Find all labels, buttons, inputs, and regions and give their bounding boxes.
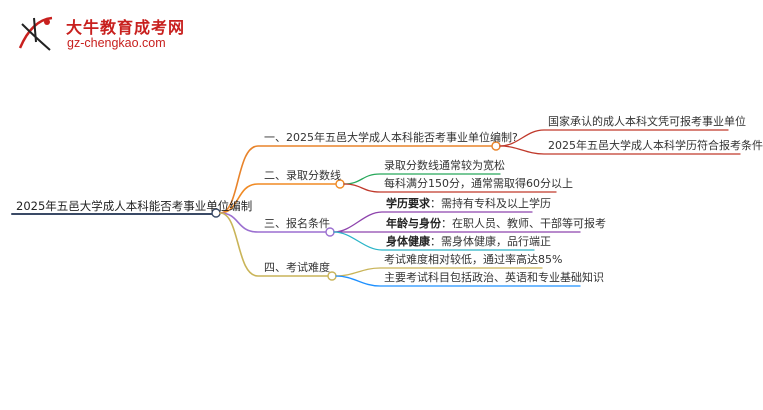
branch-1-child-2[interactable]: 2025年五邑大学成人本科学历符合报考条件 <box>548 139 763 152</box>
niu-logo-icon <box>18 16 53 51</box>
branch-1-child-1-line <box>499 129 729 147</box>
child-title: 年龄与身份 <box>386 217 441 230</box>
child-separator: ： <box>430 235 441 248</box>
branch-4-line <box>219 212 329 277</box>
branch-4-child-2-line <box>335 275 581 287</box>
branch-4-label[interactable]: 四、考试难度 <box>264 261 330 274</box>
branch-4-child-2[interactable]: 主要考试科目包括政治、英语和专业基础知识 <box>384 271 604 284</box>
branch-1-child-2-line <box>499 145 741 155</box>
branch-3-child-3[interactable]: 身体健康：需身体健康，品行端正 <box>386 235 551 249</box>
branch-3-child-3-line <box>333 231 535 251</box>
branch-4-child-1-line <box>335 267 543 277</box>
branch-2-child-2-line <box>343 183 557 193</box>
branch-3-child-2[interactable]: 年龄与身份：在职人员、教师、干部等可报考 <box>386 217 606 231</box>
branch-3-child-1[interactable]: 学历要求：需持有专科及以上学历 <box>386 197 551 211</box>
root-topic[interactable]: 2025年五邑大学成人本科能否考事业单位编制 <box>16 199 253 213</box>
branch-2-child-1[interactable]: 录取分数线通常较为宽松 <box>384 159 505 172</box>
branch-2-line <box>219 183 337 214</box>
child-title: 身体健康 <box>386 235 430 248</box>
branch-2-child-1-line <box>343 173 501 185</box>
branch-1-label[interactable]: 一、2025年五邑大学成人本科能否考事业单位编制? <box>264 131 518 144</box>
branch-2-label[interactable]: 二、录取分数线 <box>264 169 341 182</box>
brand-url: gz-chengkao.com <box>67 36 166 50</box>
child-separator: ： <box>430 197 441 210</box>
branch-2-child-2[interactable]: 每科满分150分，通常需取得60分以上 <box>384 177 573 190</box>
branch-1-child-1[interactable]: 国家承认的成人本科文凭可报考事业单位 <box>548 115 746 128</box>
child-text: 需身体健康，品行端正 <box>441 235 551 248</box>
branch-3-child-1-line <box>333 211 533 233</box>
branch-3-label[interactable]: 三、报名条件 <box>264 217 330 230</box>
branch-1-line <box>219 145 493 214</box>
child-title: 学历要求 <box>386 197 430 210</box>
child-text: 在职人员、教师、干部等可报考 <box>452 217 606 230</box>
child-separator: ： <box>441 217 452 230</box>
brand-title: 大牛教育成考网 <box>66 18 186 37</box>
branch-3-line <box>219 212 327 233</box>
child-text: 需持有专科及以上学历 <box>441 197 551 210</box>
brand-logo[interactable]: 大牛教育成考网 gz-chengkao.com <box>14 12 254 56</box>
branch-4-child-1[interactable]: 考试难度相对较低，通过率高达85% <box>384 253 563 266</box>
